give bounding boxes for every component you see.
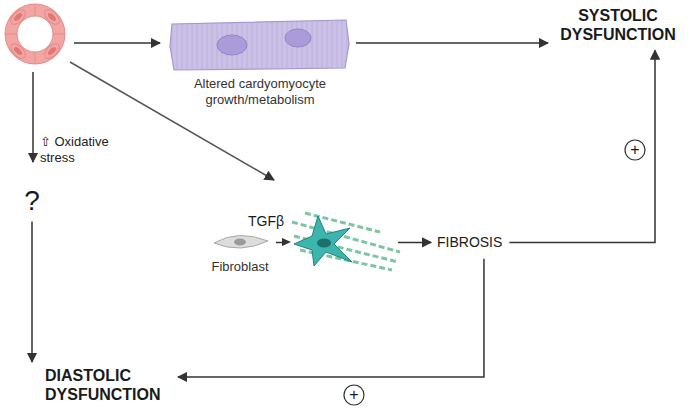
plus-circle: + bbox=[343, 384, 365, 406]
node-text: Fibroblast bbox=[205, 259, 275, 275]
fibrosis-node: FIBROSIS bbox=[434, 234, 505, 251]
edge-label: TGFβ bbox=[247, 213, 285, 229]
node-text: ? bbox=[16, 184, 48, 218]
fibroblast-node: Fibroblast bbox=[205, 229, 275, 275]
plus-circle: + bbox=[624, 139, 646, 161]
fibroblast-illustration bbox=[214, 235, 291, 248]
outcome-node: SYSTOLIC DYSFUNCTION bbox=[552, 6, 684, 44]
arrow bbox=[32, 72, 34, 162]
node-text: SYSTOLIC DYSFUNCTION bbox=[552, 6, 684, 44]
node-text: + bbox=[343, 384, 365, 406]
unknown-node: ? bbox=[16, 184, 48, 218]
vessel-illustration bbox=[5, 4, 65, 64]
outcome-node: DIASTOLIC DYSFUNCTION bbox=[22, 366, 172, 404]
node-text: DIASTOLIC DYSFUNCTION bbox=[45, 366, 172, 404]
connector-arrow bbox=[356, 42, 548, 44]
annotation-label: ⇧ Oxidative stress bbox=[40, 134, 122, 167]
arrow bbox=[74, 42, 160, 44]
node-text: Altered cardyomyocyte growth/metabolism bbox=[168, 76, 352, 107]
node-text: FIBROSIS bbox=[437, 234, 502, 251]
node-text: + bbox=[624, 139, 646, 161]
connector-arrow bbox=[31, 222, 33, 362]
connector-arrow bbox=[178, 259, 484, 377]
connector-arrow bbox=[509, 50, 655, 242]
cardiomyocyte-illustration bbox=[170, 20, 349, 70]
cardiomyocyte-node: Altered cardyomyocyte growth/metabolism bbox=[168, 18, 352, 107]
myofibroblast-illustration bbox=[292, 213, 400, 270]
